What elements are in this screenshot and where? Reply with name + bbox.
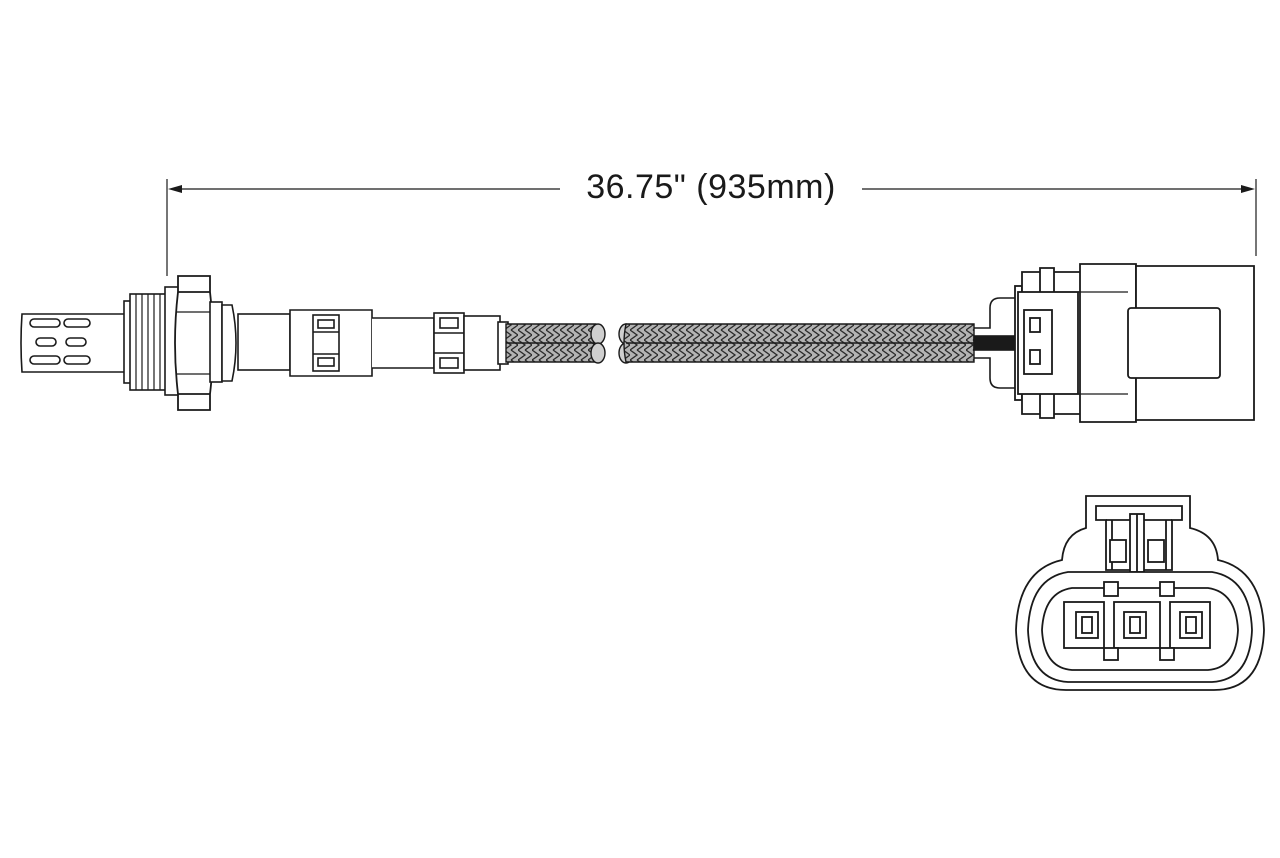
connector-terminal-3 xyxy=(1169,601,1211,649)
braided-cable-left xyxy=(505,323,606,364)
sensor-probe-tip xyxy=(20,313,126,373)
sensor-hex-nut xyxy=(174,275,214,411)
connector-terminal-2 xyxy=(1113,601,1161,649)
sensor-body xyxy=(209,301,509,383)
connector-face-view xyxy=(1015,495,1265,691)
dimension-arrow-left xyxy=(168,185,182,193)
connector-wire-leads xyxy=(973,297,1019,389)
connector-terminal-1 xyxy=(1063,601,1105,649)
connector-side-view xyxy=(1014,263,1255,423)
dimension-arrow-right xyxy=(1241,185,1255,193)
braided-cable-right xyxy=(618,323,975,364)
dimension-label: 36.75" (935mm) xyxy=(560,166,862,208)
sensor-threads xyxy=(123,286,180,396)
